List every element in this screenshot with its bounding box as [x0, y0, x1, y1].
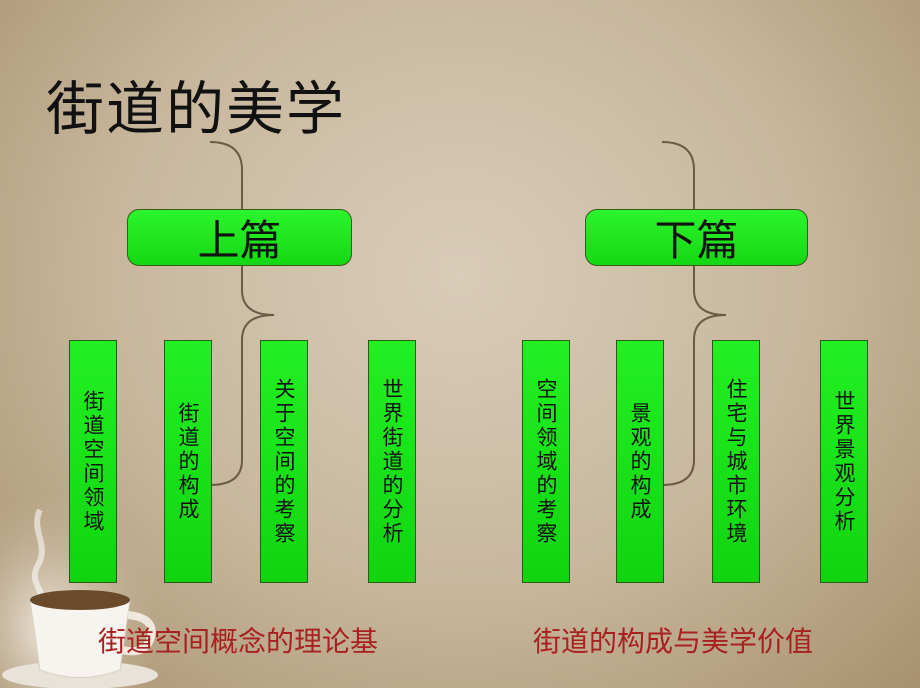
left-item-2-label: 街道的构成: [176, 401, 200, 522]
page-title: 街道的美学: [46, 75, 347, 143]
left-item-1-label: 街道空间领域: [81, 389, 105, 534]
right-item-4: 世界景观分析: [820, 340, 868, 583]
right-brace-icon: [661, 141, 727, 486]
right-item-2: 景观的构成: [616, 340, 664, 583]
right-caption: 街道的构成与美学价值: [533, 625, 814, 658]
left-item-1: 街道空间领域: [69, 340, 117, 583]
right-item-3: 住宅与城市环境: [712, 340, 760, 583]
left-item-2: 街道的构成: [164, 340, 212, 583]
right-item-3-label: 住宅与城市环境: [724, 377, 748, 546]
right-item-1: 空间领域的考察: [522, 340, 570, 583]
right-item-4-label: 世界景观分析: [832, 389, 856, 534]
left-brace-icon: [209, 141, 275, 486]
right-item-2-label: 景观的构成: [628, 401, 652, 522]
part-one-label: 上篇: [197, 216, 282, 265]
left-item-3: 关于空间的考察: [260, 340, 308, 583]
left-item-4-label: 世界街道的分析: [380, 377, 404, 546]
left-item-3-label: 关于空间的考察: [272, 377, 296, 546]
right-item-1-label: 空间领域的考察: [534, 377, 558, 546]
part-two-heading: 下篇: [585, 209, 808, 266]
left-item-4: 世界街道的分析: [368, 340, 416, 583]
part-one-heading: 上篇: [127, 209, 352, 266]
left-caption: 街道空间概念的理论基: [98, 625, 379, 658]
part-two-label: 下篇: [654, 216, 739, 265]
